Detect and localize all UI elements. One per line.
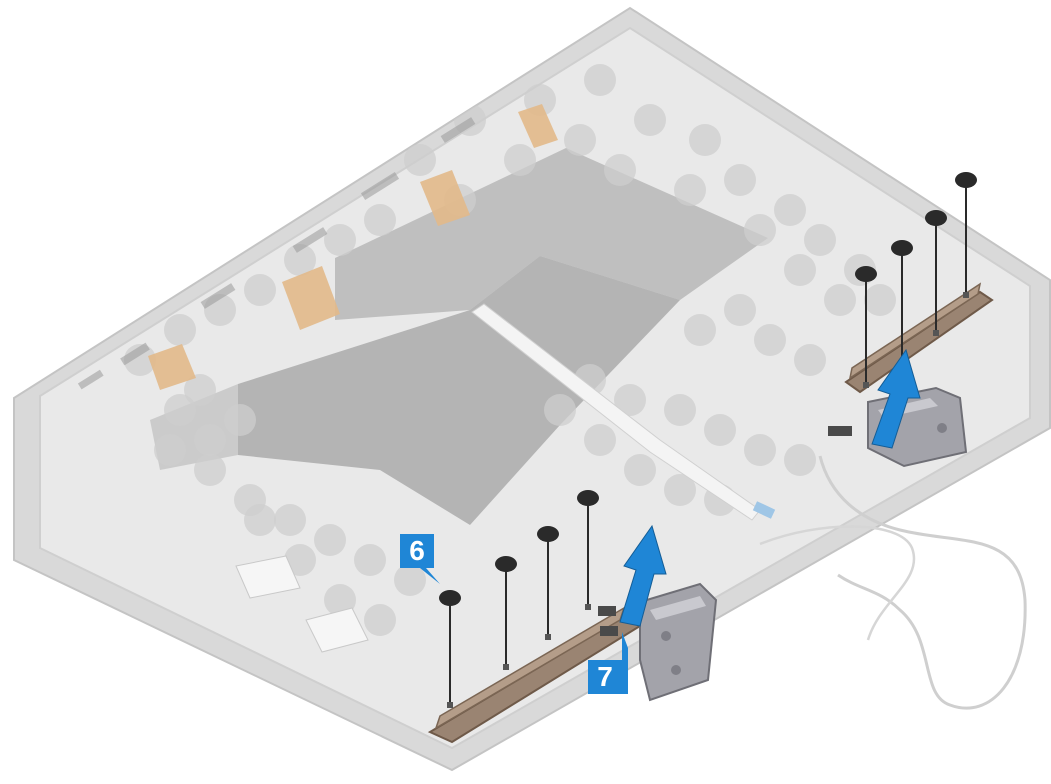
board-strips <box>77 117 476 390</box>
cushion-pad <box>864 284 896 316</box>
callout-step-6: 6 <box>409 535 425 566</box>
screw-icon <box>891 240 913 256</box>
cushion-pad <box>164 394 196 426</box>
cushion-pad <box>724 294 756 326</box>
cushion-pad <box>184 374 216 406</box>
cushion-pad <box>824 284 856 316</box>
cushion-pad <box>314 524 346 556</box>
cushion-pad <box>604 154 636 186</box>
cushion-pad <box>284 544 316 576</box>
antenna-cable <box>818 455 1027 710</box>
cushion-pad <box>164 314 196 346</box>
screw-hole <box>585 604 591 610</box>
cushion-pad <box>614 384 646 416</box>
screw-icon <box>439 590 461 606</box>
cushion-pad <box>354 544 386 576</box>
lift-arrow-icon <box>619 524 667 627</box>
cushion-pad <box>394 564 426 596</box>
cushion-pad <box>154 434 186 466</box>
cushion-pad <box>284 244 316 276</box>
cushion-pad <box>564 124 596 156</box>
cushion-pad <box>504 144 536 176</box>
lift-arrow-icon <box>871 348 921 449</box>
regulatory-labels <box>235 555 369 653</box>
screw-hole <box>933 330 939 336</box>
screw-icon <box>495 556 517 572</box>
cushion-pad <box>794 344 826 376</box>
screw-icon <box>955 172 977 188</box>
cushion-pad <box>774 194 806 226</box>
cushion-pad <box>404 144 436 176</box>
cushion-pad <box>584 64 616 96</box>
cushion-pad <box>804 224 836 256</box>
shield-foil-top <box>335 148 768 320</box>
copper-tapes <box>148 104 558 390</box>
flex-cable-connector <box>752 501 776 519</box>
cushion-pad <box>364 204 396 236</box>
screw-icon <box>537 526 559 542</box>
cushion-pad <box>364 604 396 636</box>
cushion-pad <box>744 214 776 246</box>
cushion-pad <box>674 174 706 206</box>
cushion-pad <box>684 314 716 346</box>
cushion-pad <box>324 224 356 256</box>
callout-step-7: 7 <box>597 661 613 692</box>
cushion-pad <box>784 254 816 286</box>
cushion-pad <box>664 474 696 506</box>
cushion-pad <box>744 434 776 466</box>
cushion-pad <box>724 164 756 196</box>
cushion-pad <box>624 454 656 486</box>
hinge-icon <box>639 582 718 702</box>
screw-hole <box>545 634 551 640</box>
cushion-pad <box>194 454 226 486</box>
screw-hole <box>863 382 869 388</box>
cushion-pad <box>784 444 816 476</box>
cushion-pad <box>689 124 721 156</box>
screw-icon <box>577 490 599 506</box>
cushion-pad <box>244 274 276 306</box>
antenna-cable-2 <box>759 525 916 641</box>
callout-marker-icon <box>588 632 628 694</box>
callout-marker-icon <box>400 534 440 584</box>
cushion-pad <box>704 414 736 446</box>
cushion-pad <box>324 584 356 616</box>
shield-foil-center <box>238 256 680 525</box>
cushion-pad <box>584 424 616 456</box>
cushion-pad <box>664 394 696 426</box>
screw-hole <box>503 664 509 670</box>
cushion-pad <box>244 504 276 536</box>
cushion-pad <box>274 504 306 536</box>
screw-hole <box>963 292 969 298</box>
cushion-pad <box>194 424 226 456</box>
screw-icon <box>925 210 947 226</box>
cushion-pad <box>224 404 256 436</box>
cushion-pad <box>754 324 786 356</box>
cushion-pad <box>544 394 576 426</box>
cushion-pad <box>634 104 666 136</box>
screw-icon <box>855 266 877 282</box>
hinge-left-assembly <box>427 582 718 744</box>
screw-hole <box>447 702 453 708</box>
screws <box>439 172 977 708</box>
